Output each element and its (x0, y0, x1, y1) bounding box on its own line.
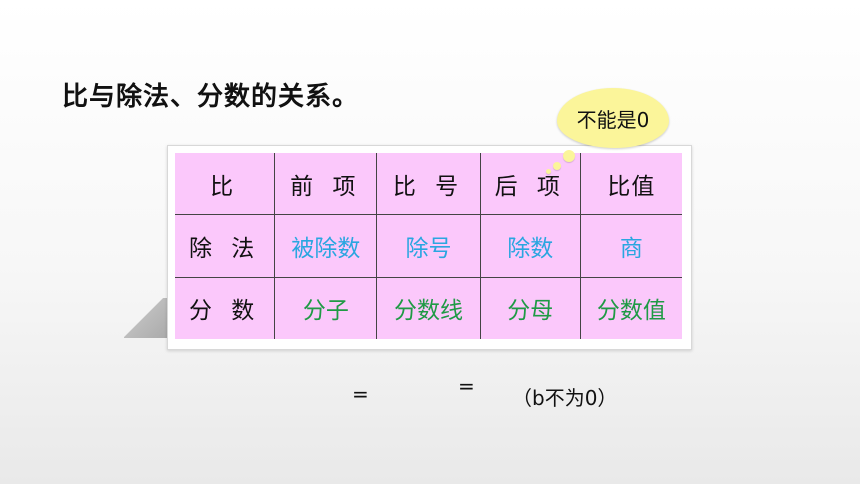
bubble-dot-small (546, 169, 551, 174)
cell-ratio-value: 比值 (579, 153, 682, 216)
condition-text: （b不为0） (512, 386, 618, 410)
cell-division-sign: 除号 (376, 214, 481, 278)
thought-bubble-text: 不能是0 (576, 107, 650, 132)
decorative-shadow (124, 298, 170, 338)
thought-bubble: 不能是0 (557, 88, 669, 148)
row-label-fraction: 分 数 (175, 276, 276, 339)
equals-sign-2: = (458, 374, 475, 398)
bubble-dot-medium (553, 162, 561, 170)
cell-quotient: 商 (579, 214, 682, 278)
cell-fraction-bar: 分数线 (376, 276, 481, 339)
cell-dividend: 被除数 (274, 214, 378, 278)
cell-fraction-value: 分数值 (579, 276, 682, 339)
table-row-ratio: 比 前 项 比 号 后 项 比值 (175, 153, 682, 216)
cell-ratio-consequent: 后 项 (479, 153, 581, 216)
cell-numerator: 分子 (274, 276, 378, 339)
bubble-dot-large (563, 150, 575, 162)
relationship-table: 比 前 项 比 号 后 项 比值 除 法 被除数 除号 除数 商 分 数 分子 … (175, 153, 682, 339)
cell-ratio-sign: 比 号 (376, 153, 481, 216)
table-row-division: 除 法 被除数 除号 除数 商 (175, 214, 682, 278)
row-label-ratio: 比 (175, 153, 276, 216)
table-row-fraction: 分 数 分子 分数线 分母 分数值 (175, 276, 682, 339)
page-title: 比与除法、分数的关系。 (62, 82, 360, 112)
cell-ratio-antecedent: 前 项 (274, 153, 378, 216)
row-label-division: 除 法 (175, 214, 276, 278)
equals-sign-1: = (352, 382, 369, 406)
cell-divisor: 除数 (479, 214, 581, 278)
cell-denominator: 分母 (479, 276, 581, 339)
